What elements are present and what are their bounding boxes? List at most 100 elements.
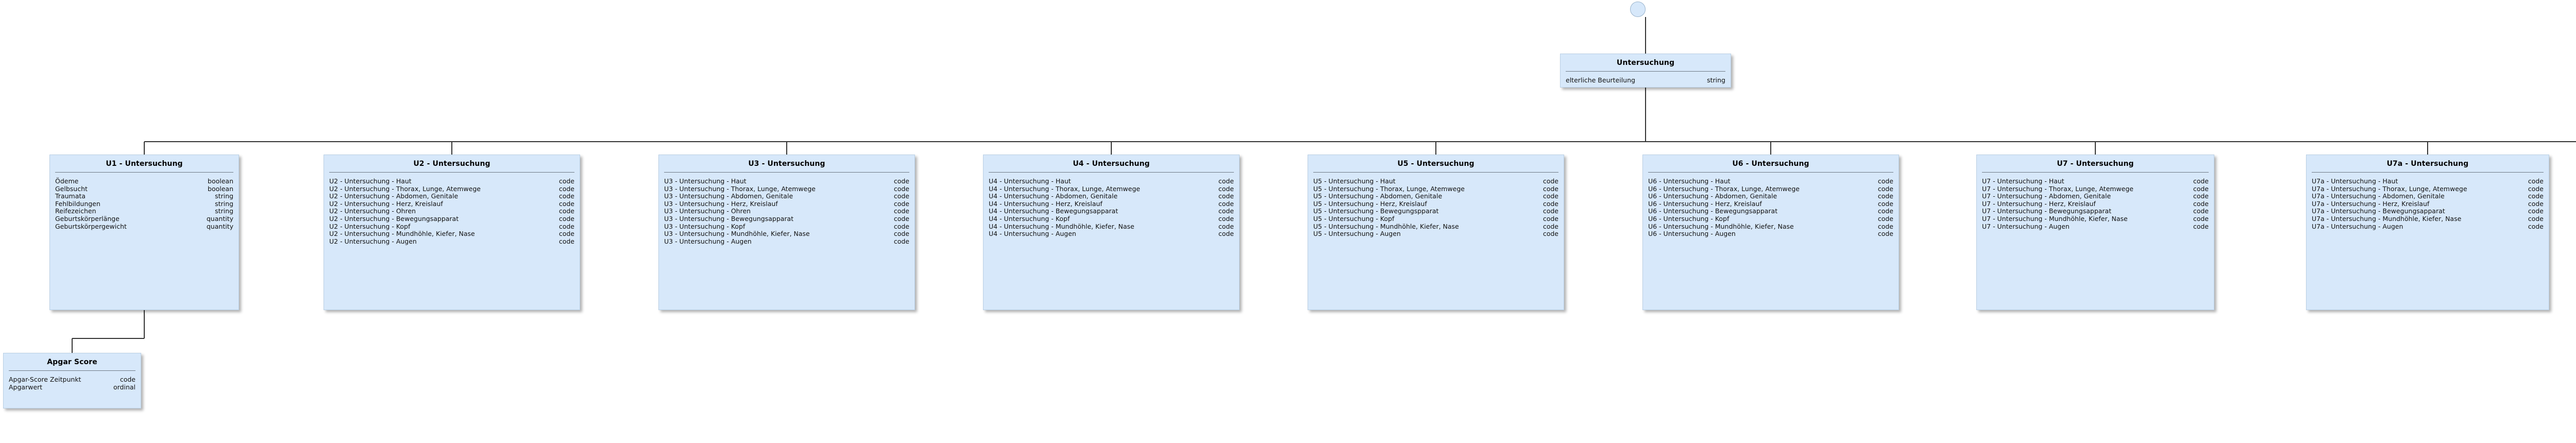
- attribute-name: U5 - Untersuchung - Thorax, Lunge, Atemw…: [1313, 184, 1465, 193]
- attribute-name: U4 - Untersuchung - Abdomen, Genitale: [989, 192, 1118, 200]
- attribute-type: quantity: [206, 214, 233, 223]
- attribute-type: code: [893, 177, 909, 185]
- attribute-name: U6 - Untersuchung - Haut: [1648, 177, 1731, 185]
- class-box-u5[interactable]: U5 - Untersuchung U5 - Untersuchung - Hau…: [1308, 155, 1564, 310]
- attribute-type: code: [1218, 199, 1234, 208]
- attribute-type: code: [2528, 192, 2544, 200]
- attribute-row: U4 - Untersuchung - Mundhöhle, Kiefer, N…: [989, 223, 1234, 231]
- attribute-type: code: [1877, 214, 1893, 223]
- class-title: U5 - Untersuchung: [1397, 160, 1475, 168]
- attribute-row: U3 - Untersuchung - Thorax, Lunge, Atemw…: [664, 185, 909, 193]
- attribute-name: U6 - Untersuchung - Kopf: [1648, 214, 1730, 223]
- attribute-type: code: [893, 207, 909, 215]
- attribute-type: code: [558, 177, 574, 185]
- class-separator: [1313, 172, 1558, 173]
- class-separator: [664, 172, 909, 173]
- attribute-type: code: [1877, 199, 1893, 208]
- attribute-name: U6 - Untersuchung - Abdomen, Genitale: [1648, 192, 1777, 200]
- attribute-name: U4 - Untersuchung - Augen: [989, 230, 1076, 238]
- attribute-row: Traumata string: [55, 193, 233, 200]
- attribute-type: string: [215, 192, 233, 200]
- attribute-type: code: [1543, 230, 1558, 238]
- attribute-type: code: [1218, 192, 1234, 200]
- attribute-name: U3 - Untersuchung - Bewegungsapparat: [664, 214, 794, 223]
- root-node-handle[interactable]: [1630, 2, 1646, 17]
- attribute-type: code: [2528, 184, 2544, 193]
- attribute-name: U7 - Untersuchung - Herz, Kreislauf: [1982, 199, 2096, 208]
- class-separator: [55, 172, 233, 173]
- attribute-name: Apgar-Score Zeitpunkt: [9, 376, 81, 383]
- attribute-name: U7a - Untersuchung - Mundhöhle, Kiefer, …: [2312, 214, 2462, 223]
- class-box-u6[interactable]: U6 - Untersuchung U6 - Untersuchung - Hau…: [1642, 155, 1899, 310]
- attribute-row: U6 - Untersuchung - Thorax, Lunge, Atemw…: [1648, 185, 1893, 193]
- attribute-type: code: [2193, 207, 2209, 215]
- class-title: U6 - Untersuchung: [1732, 160, 1809, 168]
- attribute-name: U7a - Untersuchung - Bewegungsapparat: [2312, 207, 2445, 215]
- attribute-type: code: [893, 192, 909, 200]
- attribute-row: U5 - Untersuchung - Thorax, Lunge, Atemw…: [1313, 185, 1558, 193]
- attribute-type: code: [893, 184, 909, 193]
- attribute-name: U5 - Untersuchung - Augen: [1313, 230, 1401, 238]
- attribute-name: U6 - Untersuchung - Mundhöhle, Kiefer, N…: [1648, 222, 1794, 230]
- attribute-name: U5 - Untersuchung - Mundhöhle, Kiefer, N…: [1313, 222, 1459, 230]
- attribute-type: string: [215, 207, 233, 215]
- class-separator: [1982, 172, 2209, 173]
- attribute-type: quantity: [206, 222, 233, 230]
- attribute-type: ordinal: [113, 383, 135, 391]
- attribute-name: U4 - Untersuchung - Thorax, Lunge, Atemw…: [989, 184, 1140, 193]
- attribute-name: U7 - Untersuchung - Thorax, Lunge, Atemw…: [1982, 184, 2133, 193]
- attribute-name: Fehlbildungen: [55, 199, 100, 208]
- attribute-type: code: [1543, 199, 1558, 208]
- attribute-name: U7 - Untersuchung - Abdomen, Genitale: [1982, 192, 2111, 200]
- attribute-type: code: [558, 199, 574, 208]
- attribute-type: code: [893, 230, 909, 238]
- attribute-name: U2 - Untersuchung - Abdomen, Genitale: [329, 192, 459, 200]
- attribute-type: boolean: [208, 184, 233, 193]
- attribute-name: U2 - Untersuchung - Ohren: [329, 207, 416, 215]
- attribute-name: Traumata: [55, 192, 86, 200]
- class-title: Untersuchung: [1616, 59, 1675, 67]
- attribute-type: code: [893, 199, 909, 208]
- attribute-name: U7 - Untersuchung - Augen: [1982, 222, 2070, 230]
- attribute-type: code: [1218, 177, 1234, 185]
- attribute-row: U6 - Untersuchung - Kopf code: [1648, 215, 1893, 223]
- attribute-name: U5 - Untersuchung - Haut: [1313, 177, 1396, 185]
- attribute-name: U6 - Untersuchung - Bewegungsapparat: [1648, 207, 1778, 215]
- attribute-name: U2 - Untersuchung - Augen: [329, 237, 417, 245]
- attribute-name: U3 - Untersuchung - Haut: [664, 177, 747, 185]
- attribute-type: code: [1543, 192, 1558, 200]
- class-separator: [989, 172, 1234, 173]
